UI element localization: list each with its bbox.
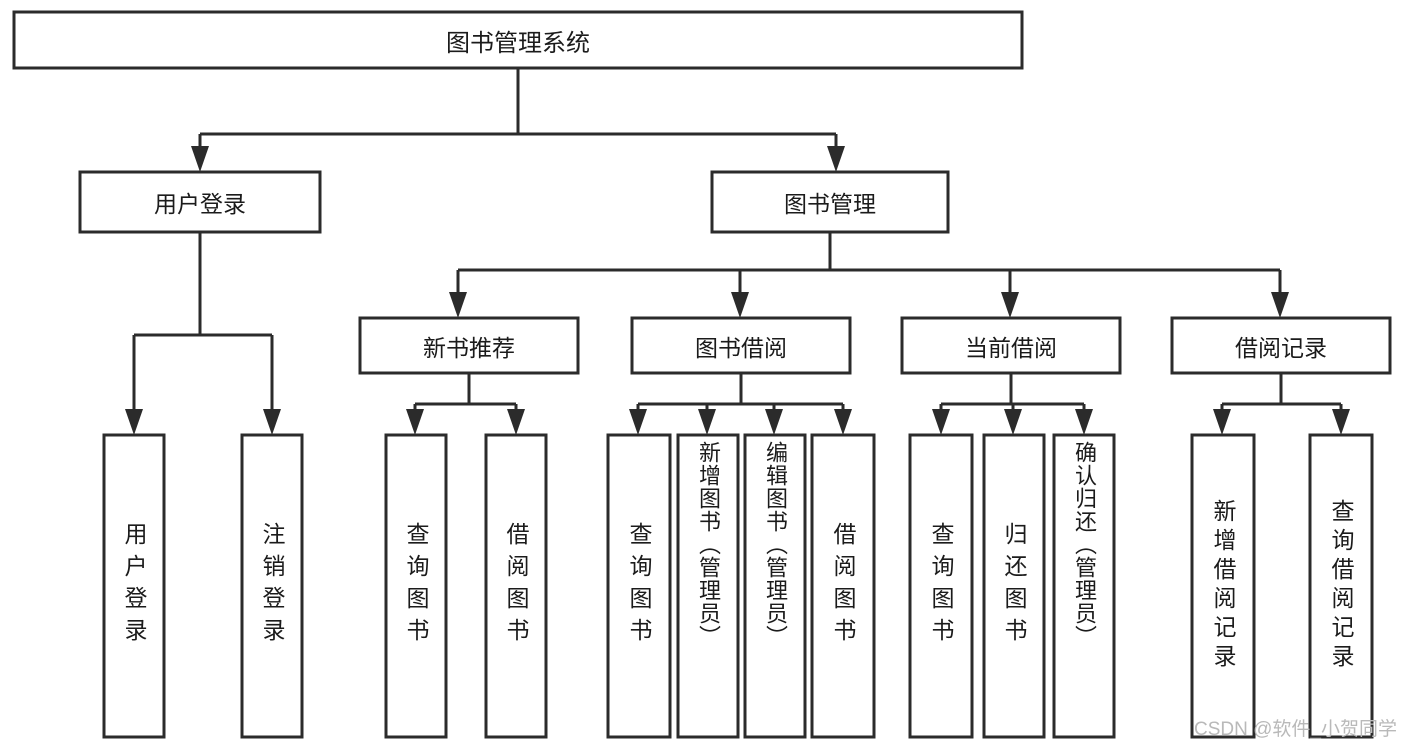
arrow-head-arrow-bb-1 (629, 409, 647, 435)
node-box-leaf-edit-book-admin[interactable] (743, 433, 807, 739)
node-box-leaf-confirm-return-admin[interactable] (1052, 433, 1116, 739)
node-box-leaf-logout[interactable] (240, 433, 304, 739)
arrow-head-arrow-new-book-recommend (449, 292, 467, 318)
node-box-leaf-query-borrow-record[interactable] (1308, 433, 1374, 739)
arrow-head-arrow-br-2 (1332, 409, 1350, 435)
arrow-head-arrow-book-borrow (731, 292, 749, 318)
arrow-head-arrow-nb-1 (406, 409, 424, 435)
node-box-book-borrow[interactable] (630, 316, 852, 375)
node-box-borrow-records[interactable] (1170, 316, 1392, 375)
node-box-leaf-query-book-current[interactable] (908, 433, 974, 739)
watermark-text: CSDN @软件_小贺同学 (1194, 719, 1397, 740)
arrow-head-arrow-leaf-user-login (125, 409, 143, 435)
arrow-head-arrow-br-1 (1213, 409, 1231, 435)
node-box-current-borrow[interactable] (900, 316, 1122, 375)
node-box-leaf-add-borrow-record[interactable] (1190, 433, 1256, 739)
node-box-new-book-recommend[interactable] (358, 316, 580, 375)
arrow-head-arrow-user-login (191, 146, 209, 172)
node-box-leaf-add-book-admin[interactable] (676, 433, 740, 739)
node-box-leaf-query-book-recommend[interactable] (384, 433, 448, 739)
arrow-head-arrow-cb-1 (932, 409, 950, 435)
arrow-head-arrow-current-borrow (1001, 292, 1019, 318)
node-box-leaf-borrow-book[interactable] (810, 433, 876, 739)
node-box-leaf-borrow-book-recommend[interactable] (484, 433, 548, 739)
node-box-leaf-user-login[interactable] (102, 433, 166, 739)
arrow-head-arrow-cb-2 (1004, 409, 1022, 435)
arrow-head-arrow-nb-2 (507, 409, 525, 435)
node-box-leaf-query-book-borrow[interactable] (606, 433, 672, 739)
node-box-book-management[interactable] (710, 170, 950, 234)
arrow-heads-group (125, 146, 1350, 435)
arrow-head-arrow-book-management (827, 146, 845, 172)
arrow-head-arrow-leaf-logout (263, 409, 281, 435)
node-boxes-group (12, 10, 1392, 739)
arrow-head-arrow-bb-2 (698, 409, 716, 435)
node-box-user-login[interactable] (78, 170, 322, 234)
arrow-head-arrow-cb-3 (1075, 409, 1093, 435)
node-box-leaf-return-book[interactable] (982, 433, 1046, 739)
arrow-head-arrow-bb-3 (765, 409, 783, 435)
arrow-head-arrow-bb-4 (834, 409, 852, 435)
arrow-head-arrow-borrow-records (1271, 292, 1289, 318)
node-box-root[interactable] (12, 10, 1024, 70)
